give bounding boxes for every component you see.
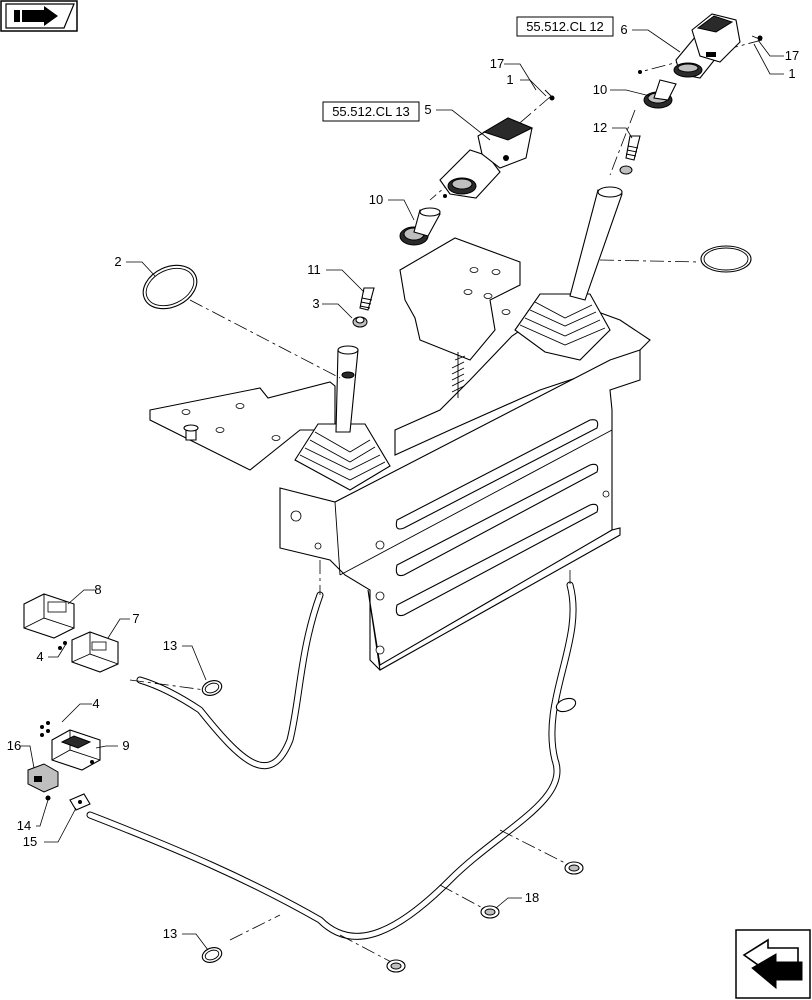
callout-12: 12	[593, 120, 607, 135]
callout-16: 16	[7, 738, 21, 753]
assembly-lines	[129, 39, 763, 965]
grommet-18	[480, 905, 500, 919]
connector-7	[58, 631, 119, 673]
grommet-upper	[564, 861, 584, 875]
connector-8	[23, 593, 75, 639]
callout-3: 3	[312, 296, 319, 311]
joystick-handle-right	[673, 13, 741, 79]
hose-clamp-13-lower	[201, 947, 223, 963]
callout-5: 5	[424, 102, 431, 117]
callout-17: 17	[490, 56, 504, 71]
nut-3	[352, 316, 368, 328]
callout-4: 4	[36, 649, 43, 664]
callout-18: 18	[525, 890, 539, 905]
screw-17-right	[638, 35, 763, 74]
clip-14	[45, 795, 51, 801]
leader-lines	[20, 29, 784, 951]
callout-1: 1	[506, 72, 513, 87]
callout-10: 10	[369, 192, 383, 207]
screw-17-left	[544, 89, 555, 101]
callout-1b: 1	[788, 66, 795, 81]
callout-7: 7	[132, 611, 139, 626]
harness-cable-left	[136, 591, 324, 770]
sleeve-15	[69, 793, 91, 811]
callout-11: 11	[307, 262, 321, 277]
callout-8: 8	[94, 582, 101, 597]
callout-2: 2	[114, 254, 121, 269]
left-joystick-boot	[294, 345, 391, 491]
callout-17b: 17	[785, 48, 799, 63]
callout-13: 13	[163, 638, 177, 653]
adapter-10-right	[643, 79, 677, 109]
callout-13b: 13	[163, 926, 177, 941]
callout-6: 6	[620, 22, 627, 37]
connector-9	[40, 721, 101, 771]
joystick-handle-left	[439, 117, 534, 199]
bracket-16	[27, 763, 59, 793]
reference-text-right-handle[interactable]: 55.512.CL 12	[526, 19, 604, 34]
spring-pin-12	[619, 135, 641, 175]
o-ring-right	[700, 245, 752, 273]
callouts: 17 1 5 10 2 11 3 6 10 12 17 1 8 7 4 13 4…	[7, 22, 799, 941]
reference-text-left-handle[interactable]: 55.512.CL 13	[332, 104, 410, 119]
callout-15: 15	[23, 834, 37, 849]
callout-9: 9	[122, 738, 129, 753]
callout-10b: 10	[593, 82, 607, 97]
grommet-lower	[386, 959, 406, 973]
reference-box-left-handle[interactable]: 55.512.CL 13	[322, 101, 420, 122]
harness-cable-right	[86, 581, 577, 940]
adapter-10-left	[399, 207, 441, 246]
hose-clamp-13-upper	[201, 680, 223, 696]
right-joystick-boot	[514, 186, 623, 361]
spring-pin-11	[359, 287, 375, 311]
callout-14: 14	[17, 818, 31, 833]
page-back-arrow-icon[interactable]	[0, 0, 78, 32]
hose-clamp-cable	[555, 697, 577, 713]
reference-box-right-handle[interactable]: 55.512.CL 12	[516, 16, 614, 37]
page-forward-arrow-icon[interactable]	[735, 929, 811, 999]
o-ring-left	[142, 264, 198, 310]
callout-4b: 4	[92, 696, 99, 711]
